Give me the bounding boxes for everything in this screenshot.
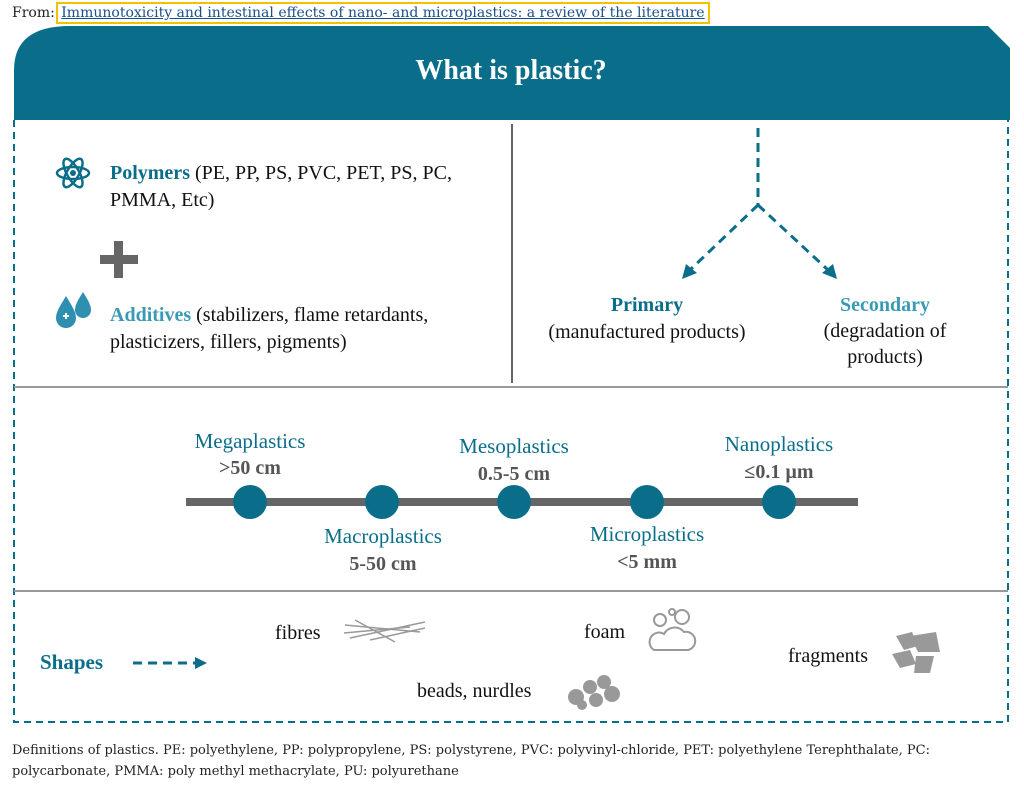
source-prefix: From: xyxy=(12,5,55,21)
source-line: From: Immunotoxicity and intestinal effe… xyxy=(12,2,710,24)
size-nano-name: Nanoplastics xyxy=(724,432,834,456)
atom-icon xyxy=(55,157,91,189)
size-macro-range: 5-50 cm xyxy=(349,553,417,575)
size-macro: Macroplastics 5-50 cm xyxy=(293,522,473,578)
polymers-block: Polymers (PE, PP, PS, PVC, PET, PS, PC, … xyxy=(110,160,510,214)
shape-foam-label: foam xyxy=(584,621,626,643)
droplets-icon xyxy=(56,292,91,328)
shape-fibres-label: fibres xyxy=(275,622,321,644)
scale-dot-macro xyxy=(365,485,399,519)
fibres-icon xyxy=(343,619,426,643)
secondary-block: Secondary (degradation of products) xyxy=(800,292,970,370)
size-nano-range: ≤0.1 µm xyxy=(744,461,814,483)
secondary-desc-1: (degradation of xyxy=(823,320,947,342)
secondary-label: Secondary xyxy=(840,294,930,316)
header-title: What is plastic? xyxy=(415,55,607,86)
secondary-desc-2: products) xyxy=(847,346,923,368)
size-meso: Mesoplastics 0.5-5 cm xyxy=(424,432,604,488)
shape-beads-label: beads, nurdles xyxy=(417,680,532,702)
primary-block: Primary (manufactured products) xyxy=(527,292,767,346)
size-macro-name: Macroplastics xyxy=(324,524,442,548)
additives-text-2: plasticizers, fillers, pigments) xyxy=(110,331,347,353)
size-mega-range: >50 cm xyxy=(219,457,281,479)
size-mega: Megaplastics >50 cm xyxy=(160,428,340,482)
polymers-label: Polymers xyxy=(110,162,190,184)
scale-dot-meso xyxy=(497,485,531,519)
scale-dot-micro xyxy=(630,485,664,519)
size-micro-name: Microplastics xyxy=(589,522,705,546)
additives-text-1: (stabilizers, flame retardants, xyxy=(196,304,429,326)
shapes-arrow-head xyxy=(195,657,207,669)
shapes-label: Shapes xyxy=(40,650,104,674)
plus-icon-v xyxy=(114,241,123,278)
additives-block: Additives (stabilizers, flame retardants… xyxy=(110,302,510,356)
dashed-border xyxy=(13,120,1009,723)
size-meso-range: 0.5-5 cm xyxy=(477,463,551,485)
foam-icon xyxy=(648,608,697,651)
size-meso-name: Mesoplastics xyxy=(459,434,569,458)
arrow-head-right xyxy=(822,264,837,279)
shape-fragments-label: fragments xyxy=(788,645,868,667)
size-micro: Microplastics <5 mm xyxy=(557,520,737,576)
scale-dot-nano xyxy=(762,485,796,519)
size-micro-range: <5 mm xyxy=(617,551,677,573)
fragments-icon xyxy=(892,632,940,673)
polymers-text-2: PMMA, Etc) xyxy=(110,189,215,211)
size-mega-name: Megaplastics xyxy=(194,429,306,453)
beads-icon xyxy=(568,675,620,710)
arrow-head-left xyxy=(682,264,697,279)
primary-desc: (manufactured products) xyxy=(548,321,746,343)
figure-caption: Definitions of plastics. PE: polyethylen… xyxy=(12,743,930,779)
scale-dot-mega xyxy=(233,485,267,519)
source-article-link[interactable]: Immunotoxicity and intestinal effects of… xyxy=(56,2,710,24)
primary-label: Primary xyxy=(610,294,684,316)
additives-label: Additives xyxy=(110,304,192,326)
origin-branch-arrows xyxy=(688,128,830,272)
size-nano: Nanoplastics ≤0.1 µm xyxy=(689,430,869,486)
polymers-text-1: (PE, PP, PS, PVC, PET, PS, PC, xyxy=(194,162,452,184)
header-banner xyxy=(14,26,1010,120)
